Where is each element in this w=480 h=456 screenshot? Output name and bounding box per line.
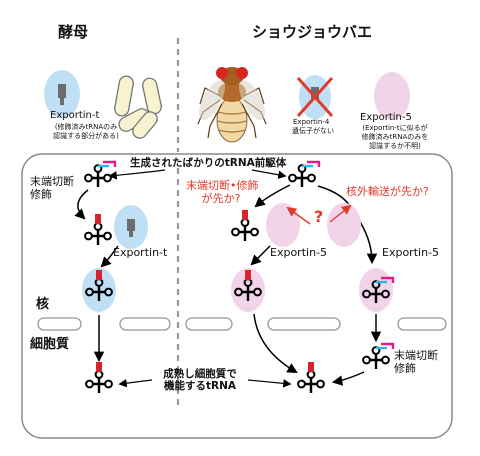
fly-late-processing-arrow (331, 371, 365, 386)
pathway-panel (21, 153, 453, 439)
fly-title: ショウジョウバエ (252, 23, 373, 41)
question-processing-first-line-2: が先か? (201, 191, 241, 205)
fly-exportin5-name: Exportin-5 (360, 112, 412, 123)
yeast-binding-arrow (100, 245, 119, 268)
pathway-exportin5-left-label: Exportin-5 (270, 246, 328, 259)
yeast-exportin-note-line-2: 認識する部分がある) (53, 131, 119, 140)
yeast-processing-arrow (74, 189, 89, 220)
question-mark: ? (314, 207, 324, 226)
fly-late-processing-step-line-1: 末端切断 (394, 349, 438, 362)
fly-precursor-trna (287, 160, 321, 189)
nuclear-membrane (37, 317, 447, 331)
question-arrow-right (329, 204, 352, 223)
mature-label-arrow-yeast (118, 378, 153, 388)
yeast-processing-step: 末端切断 修飾 (30, 175, 74, 201)
fly-exportin5-free-left (266, 203, 300, 247)
mature-trna-label-line-2: 機能するtRNA (163, 380, 237, 393)
label-to-fly-arrow (251, 169, 287, 179)
fly-late-processing-step: 末端切断 修飾 (394, 349, 438, 375)
yeast-processing-step-line-1: 末端切断 (30, 175, 74, 188)
yeast-processed-trna (83, 214, 113, 247)
yeast-complex (82, 268, 116, 312)
yeast-precursor-trna (83, 160, 117, 189)
yeast-title: 酵母 (58, 23, 89, 41)
yeast-exportin-t-oval (44, 70, 80, 118)
exportin-4-crossed-oval (296, 75, 334, 119)
fly-left-export-arrow (253, 313, 298, 374)
fly-exportin5-note-line-3: 認識するか不明) (369, 141, 421, 150)
exportin-4-name: Exportin-4 (293, 118, 330, 126)
exportin-t-free (114, 205, 148, 249)
fly-exportin5-note-line-1: (Exportin-tに似るが (362, 124, 428, 132)
region-nucleus-label: 核 (36, 297, 50, 312)
pathway-exportin5-right-label: Exportin-5 (382, 246, 440, 259)
fly-cyto-precursor (361, 342, 395, 371)
pathway-exportin-t-label: Exportin-t (113, 246, 168, 259)
yeast-exportin-note: (修飾済みtRNAのみ 認識する部分がある) (40, 123, 132, 141)
yeast-exportin-name: Exportin-t (50, 110, 100, 121)
mature-trna-label: 成熟し細胞質で 機能するtRNA (150, 368, 250, 392)
question-processing-first-line-1: 末端切断•修飾 (186, 179, 259, 192)
yeast-exportin-note-line-1: (修飾済みtRNAのみ (54, 123, 118, 131)
yeast-mature-trna (84, 362, 114, 395)
region-cytoplasm-label: 細胞質 (30, 337, 70, 352)
fly-exportin5-note-line-2: 修飾済みtRNAのみを (361, 132, 429, 141)
question-arrow-left (286, 206, 311, 225)
fly-right-complex (359, 268, 395, 312)
fly-exportin5-free-right (327, 203, 361, 247)
fruit-fly-icon (197, 67, 267, 143)
yeast-cells-icon (114, 75, 162, 139)
fly-processed-trna (230, 210, 260, 243)
label-to-yeast-arrow (108, 169, 166, 180)
mature-trna-label-line-1: 成熟し細胞質で (163, 368, 237, 380)
fly-mature-trna (296, 362, 326, 395)
precursor-label: 生成されたばかりのtRNA前駆体 (130, 157, 287, 169)
fly-branch-left-arrow (254, 184, 291, 208)
exportin-4-note: 遺伝子がない (292, 127, 334, 135)
fly-exportin5-note: (Exportin-tに似るが 修飾済みtRNAのみを 認識するか不明) (350, 124, 440, 150)
mature-label-arrow-fly (247, 379, 292, 388)
fly-left-complex (231, 268, 265, 312)
question-export-first: 核外輸送が先か? (346, 185, 429, 198)
fly-left-binding-arrow (250, 245, 271, 266)
question-processing-first: 末端切断•修飾 が先か? (186, 179, 259, 205)
yeast-processing-step-line-2: 修飾 (30, 187, 52, 201)
fly-late-processing-step-line-2: 修飾 (394, 361, 416, 375)
fly-exportin-5-oval (374, 72, 410, 120)
